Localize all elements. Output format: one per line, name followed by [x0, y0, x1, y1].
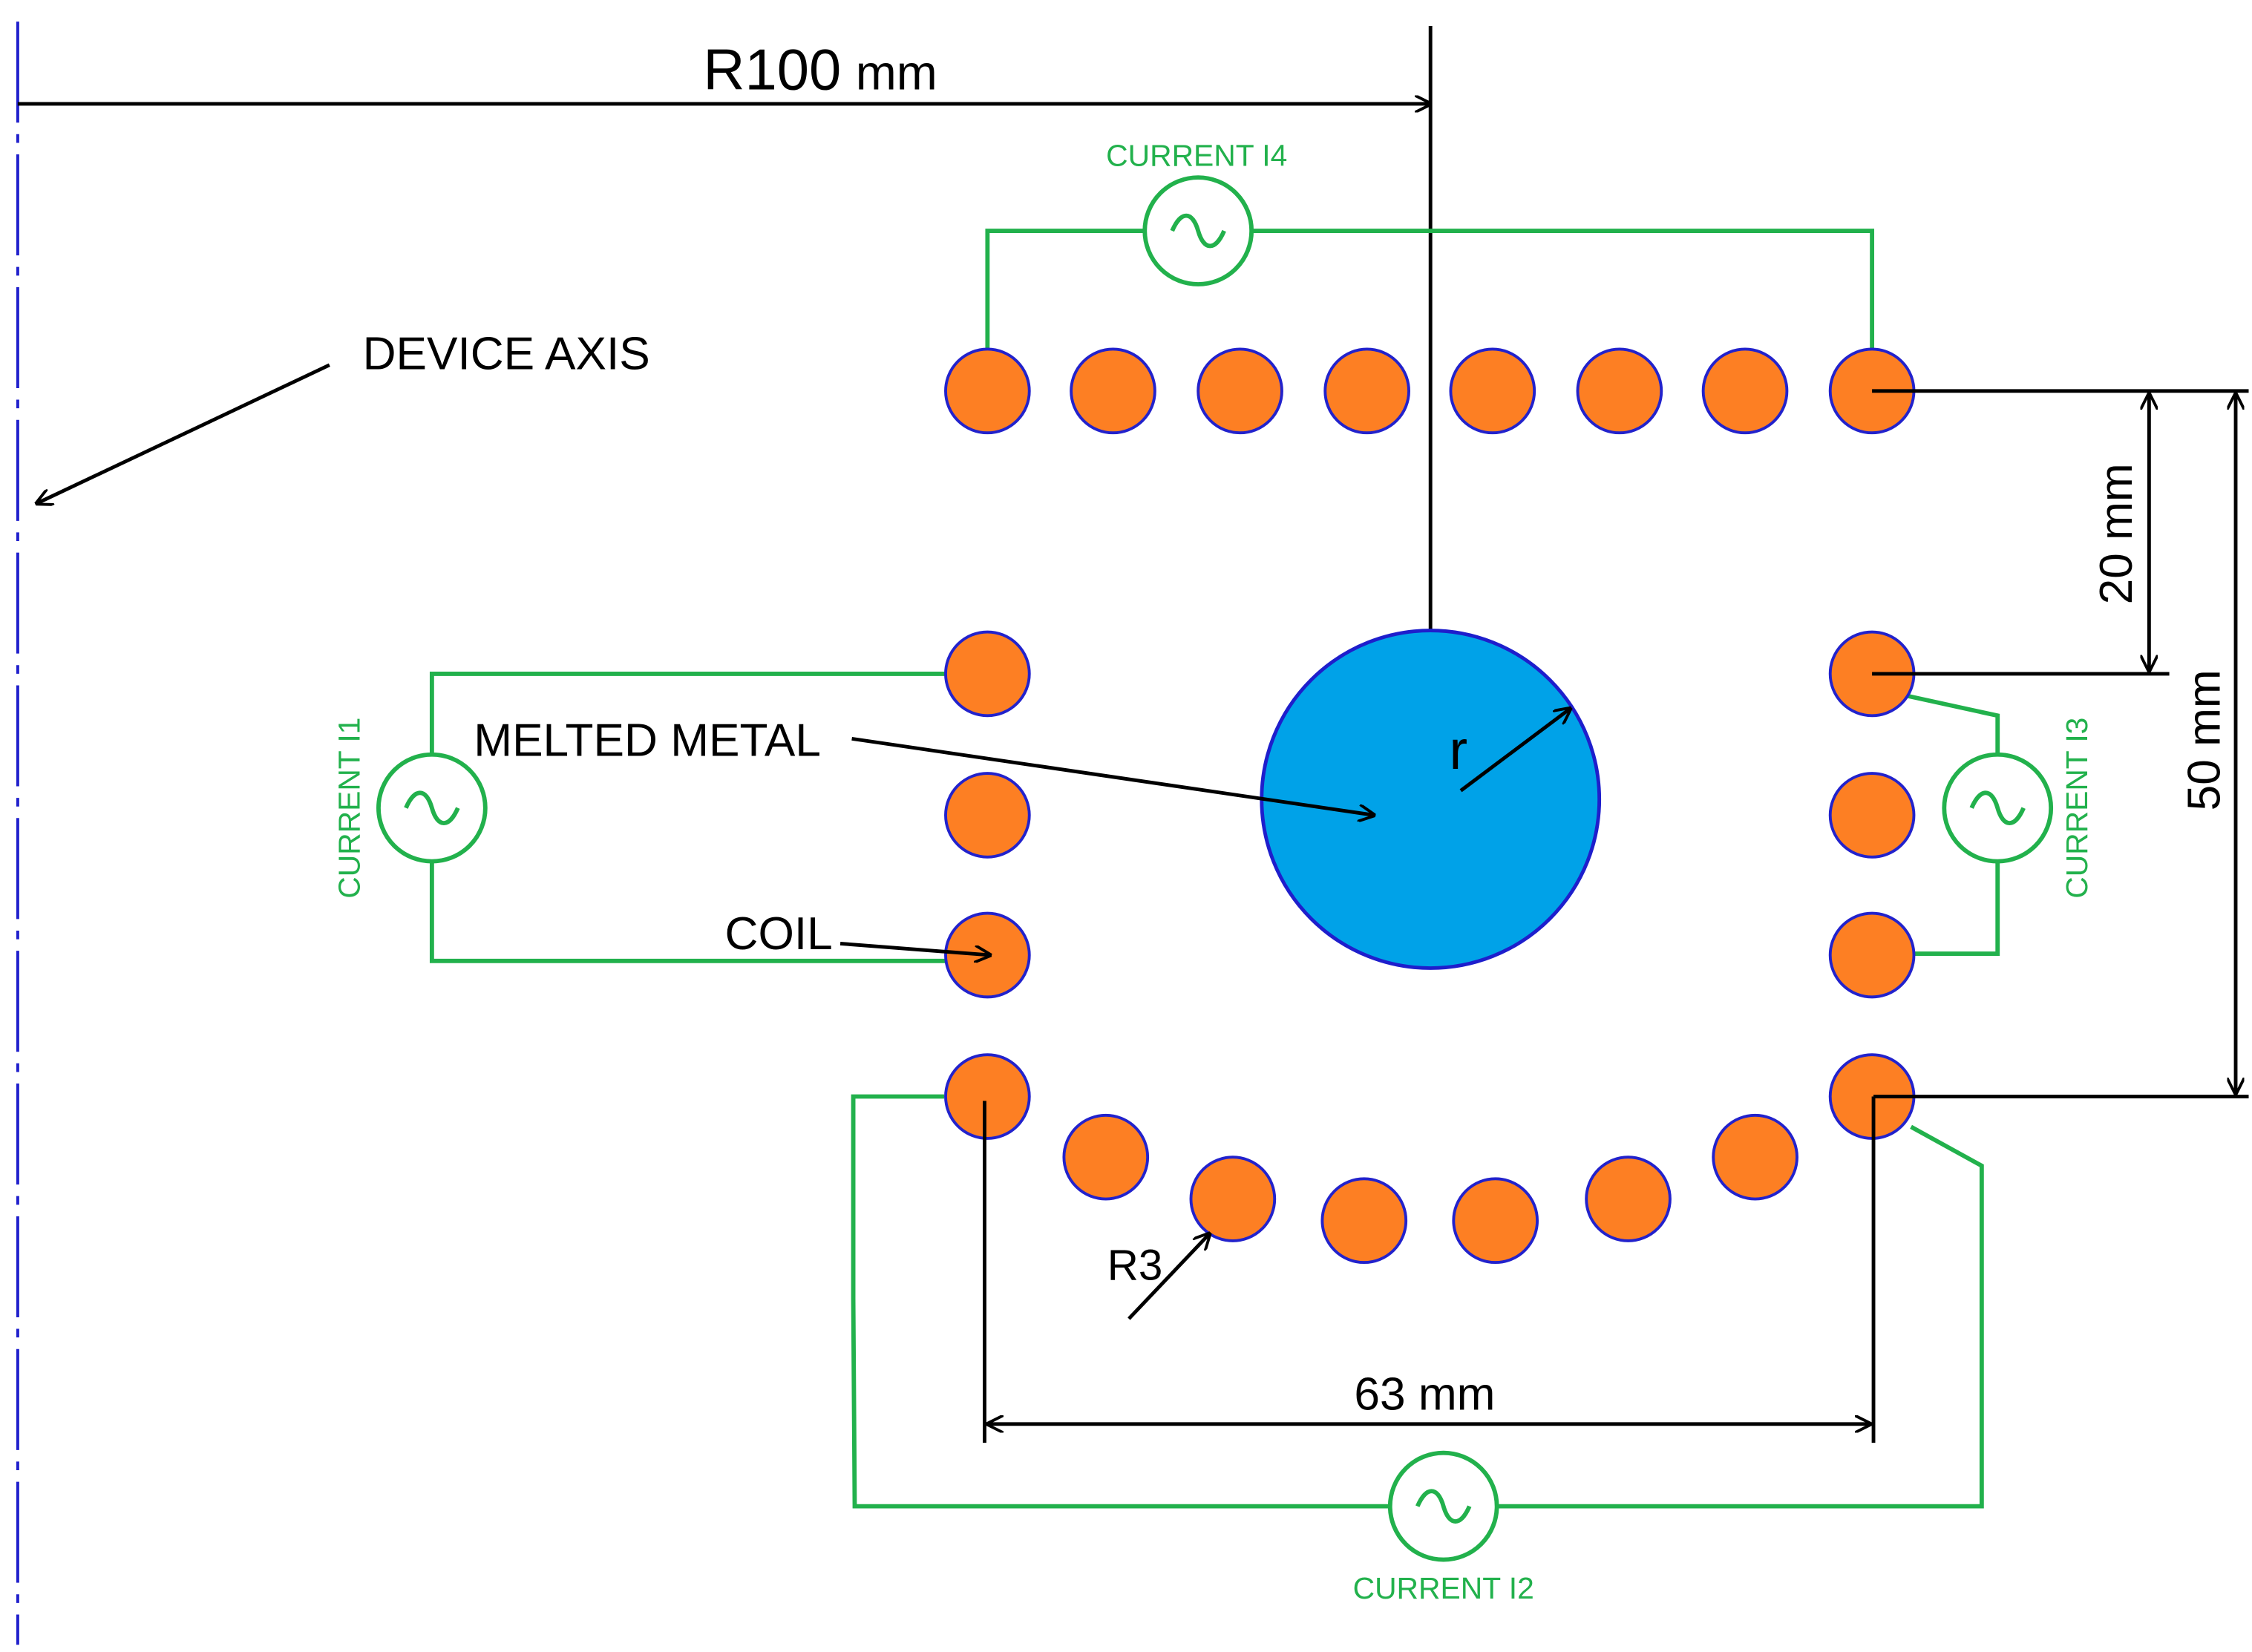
- current-i1-label: CURRENT I1: [333, 718, 367, 899]
- width-label: 63 mm: [1354, 1369, 1495, 1420]
- conductor: [1828, 772, 1916, 859]
- current-i1-wire-top: [429, 671, 946, 755]
- current-i3-wire-bottom: [1914, 862, 2000, 956]
- conductor: [1712, 1113, 1798, 1201]
- melted-metal-label: MELTED METAL: [474, 715, 821, 767]
- conductor: [944, 630, 1031, 718]
- melt-radius-arrow: [1459, 709, 1571, 793]
- conductor: [1197, 347, 1283, 435]
- conductor: [1449, 347, 1536, 435]
- conductor: [1576, 347, 1663, 435]
- device-axis-arrow: [36, 363, 330, 504]
- conductor: [1701, 347, 1789, 435]
- sine-icon: [1415, 1489, 1472, 1524]
- conductor: [1323, 347, 1410, 435]
- coil-conductors: [944, 347, 1916, 1265]
- height-label: 50 mm: [2179, 669, 2230, 810]
- current-source-i2: [1387, 1450, 1499, 1562]
- conductor: [1585, 1156, 1672, 1242]
- conductor: [1320, 1177, 1408, 1265]
- conductor: [1070, 347, 1156, 435]
- coil-label: COIL: [725, 908, 833, 960]
- current-i2-wire-right: [1496, 1124, 1984, 1509]
- conductor: [944, 772, 1031, 859]
- conductor: [1189, 1156, 1277, 1242]
- sine-icon: [404, 790, 460, 825]
- gap-label: 20 mm: [2091, 463, 2142, 604]
- conductor: [1062, 1113, 1150, 1201]
- melted-metal-arrow: [851, 736, 1375, 815]
- current-source-i3: [1942, 752, 2054, 864]
- r3-label: R3: [1107, 1241, 1163, 1289]
- current-i4-label: CURRENT I4: [1106, 139, 1287, 173]
- coil-arrow: [839, 942, 990, 955]
- current-i2-label: CURRENT I2: [1353, 1571, 1534, 1605]
- melt-radius-label: r: [1449, 719, 1467, 781]
- current-i3-label: CURRENT I3: [2060, 718, 2094, 899]
- conductor: [944, 1053, 1031, 1140]
- current-source-i1: [376, 752, 488, 864]
- sine-icon: [1170, 213, 1226, 249]
- current-source-i4: [1142, 175, 1254, 286]
- current-i4-wire: [985, 229, 1145, 350]
- circuits: [429, 229, 2000, 1509]
- conductor: [1828, 911, 1916, 999]
- current-i4-wire-right: [1253, 229, 1875, 350]
- current-i1-wire-bottom: [429, 862, 956, 963]
- conductor: [944, 347, 1031, 435]
- melted-metal: [1260, 629, 1602, 970]
- r3-arrow: [1127, 1233, 1210, 1320]
- current-i2-wire-left: [851, 1094, 1389, 1509]
- sine-icon: [1969, 790, 2026, 825]
- device-axis-label: DEVICE AXIS: [363, 329, 650, 380]
- current-i3-wire-top: [1905, 693, 2000, 755]
- conductor: [1452, 1177, 1539, 1265]
